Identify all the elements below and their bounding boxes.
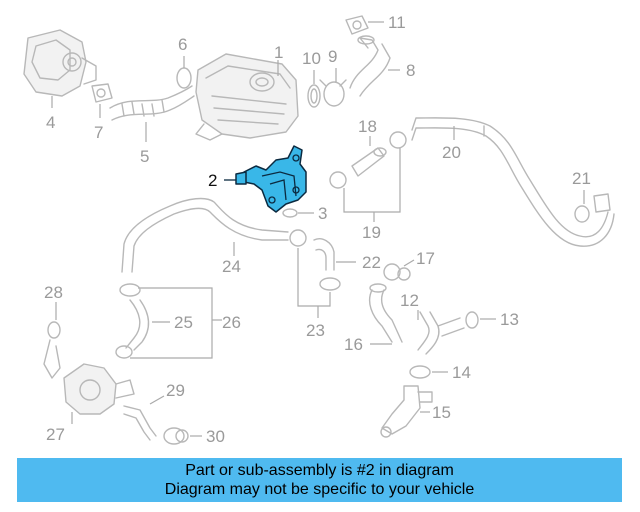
part-8-pipe[interactable] [349, 35, 400, 97]
callout-15[interactable]: 15 [432, 403, 451, 422]
part-3-washer[interactable] [282, 208, 314, 218]
callout-22[interactable]: 22 [362, 253, 381, 272]
part-19-clamps[interactable] [329, 131, 407, 222]
callout-28[interactable]: 28 [44, 283, 63, 302]
part-6-gasket[interactable] [176, 56, 192, 89]
callout-4[interactable]: 4 [46, 113, 55, 132]
part-26-leaders [130, 287, 222, 359]
callout-16[interactable]: 16 [344, 335, 363, 354]
callout-21[interactable]: 21 [572, 169, 591, 188]
callout-7[interactable]: 7 [94, 123, 103, 142]
part-17-clamp[interactable] [383, 259, 415, 281]
part-20-pipe[interactable] [411, 117, 615, 247]
callout-11[interactable]: 11 [388, 13, 406, 32]
callout-18[interactable]: 18 [358, 117, 377, 136]
part-27-water-pump[interactable] [63, 363, 135, 424]
part-21-seal[interactable] [574, 190, 611, 223]
callout-9[interactable]: 9 [328, 47, 337, 66]
part-5-corrugated-pipe[interactable] [109, 85, 195, 142]
part-25-hose[interactable] [115, 283, 170, 359]
callout-10[interactable]: 10 [302, 49, 321, 68]
callout-12[interactable]: 12 [400, 291, 419, 310]
callout-19[interactable]: 19 [362, 223, 381, 242]
part-12-hose[interactable] [417, 310, 465, 355]
part-4-egr-valve[interactable] [23, 29, 97, 108]
parts-diagram: 1 2 3 4 5 6 7 8 9 10 11 12 13 14 15 16 1… [23, 13, 615, 446]
part-14-clamp[interactable] [409, 365, 448, 379]
part-22-hose[interactable] [313, 238, 356, 271]
part-2-bracket-highlighted[interactable] [224, 145, 307, 213]
callout-27[interactable]: 27 [46, 425, 65, 444]
part-15-fitting[interactable] [380, 385, 433, 438]
part-28-bracket[interactable] [43, 302, 61, 379]
callout-24[interactable]: 24 [222, 257, 241, 276]
callout-1[interactable]: 1 [274, 43, 283, 62]
part-9-clamp[interactable] [319, 68, 347, 107]
callout-20[interactable]: 20 [442, 143, 461, 162]
callout-3[interactable]: 3 [318, 204, 327, 223]
part-23-leaders [297, 248, 331, 318]
part-10-o-ring[interactable] [307, 70, 321, 108]
banner-line-2: Diagram may not be specific to your vehi… [164, 481, 475, 498]
callout-23[interactable]: 23 [306, 321, 325, 340]
callout-2[interactable]: 2 [208, 171, 217, 190]
part-30-clamp[interactable] [163, 427, 202, 445]
callout-8[interactable]: 8 [406, 61, 415, 80]
info-banner: Part or sub-assembly is #2 in diagram Di… [17, 458, 622, 502]
callout-29[interactable]: 29 [166, 381, 185, 400]
part-7-gasket[interactable] [91, 83, 113, 118]
callout-13[interactable]: 13 [500, 310, 519, 329]
banner-line-1: Part or sub-assembly is #2 in diagram [185, 462, 454, 479]
part-16-hose[interactable] [368, 283, 403, 345]
part-24-coolant-pipe[interactable] [121, 197, 289, 273]
callout-17[interactable]: 17 [416, 249, 435, 268]
part-18-hose[interactable] [351, 136, 387, 177]
callout-5[interactable]: 5 [140, 147, 149, 166]
callout-6[interactable]: 6 [178, 35, 187, 54]
callout-25[interactable]: 25 [174, 313, 193, 332]
clamp-hose-22[interactable] [289, 229, 341, 291]
callout-26[interactable]: 26 [222, 313, 241, 332]
callout-30[interactable]: 30 [206, 427, 225, 446]
part-11-flange-gasket[interactable] [345, 15, 384, 35]
part-13-clamp[interactable] [465, 311, 496, 329]
part-29-hose[interactable] [123, 395, 165, 441]
part-1-egr-cooler[interactable] [195, 53, 299, 141]
callout-14[interactable]: 14 [452, 363, 471, 382]
